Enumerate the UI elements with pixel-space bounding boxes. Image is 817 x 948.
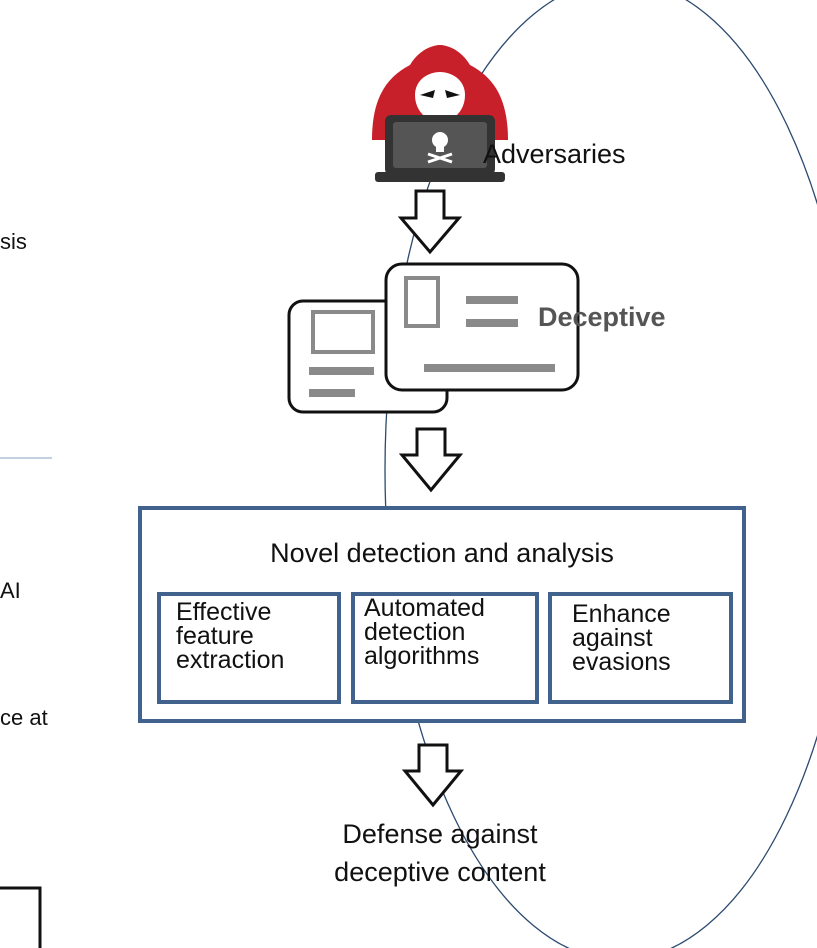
algo-line-1: Automated: [364, 594, 485, 622]
feature-line-2: feature: [176, 622, 254, 650]
defense-line-2: deceptive content: [334, 857, 546, 887]
evasions-text: Enhance against evasions: [572, 600, 730, 676]
left-fragment-2: AI: [0, 578, 21, 603]
feature-line-1: Effective: [176, 598, 272, 626]
evasion-line-1: Enhance: [572, 600, 671, 628]
algo-line-2: detection: [364, 618, 466, 646]
defense-line-1: Defense against: [342, 819, 538, 849]
feature-extraction-text: Effective feature extraction: [176, 598, 336, 674]
left-fragment-1: sis: [0, 229, 27, 254]
detection-algorithms-box: [351, 592, 539, 704]
down-arrow-1: [397, 189, 463, 255]
detection-algorithms-text: Automated detection algorithms: [364, 594, 536, 670]
evasion-line-2: against: [572, 624, 653, 652]
feature-extraction-box: [157, 592, 341, 704]
evasion-line-3: evasions: [572, 648, 671, 676]
scope-ellipse: [384, 0, 817, 948]
detection-title: Novel detection and analysis: [270, 538, 614, 568]
adversaries-label: Adversaries: [483, 139, 626, 169]
deceptive-label: Deceptive: [538, 302, 666, 332]
feature-line-3: extraction: [176, 646, 285, 674]
defense-label: Defense against deceptive content: [270, 815, 610, 891]
hacker-icon: [372, 45, 508, 182]
detection-box: [138, 506, 746, 723]
down-arrow-3: [401, 743, 465, 808]
evasions-box: [548, 592, 733, 704]
algo-line-3: algorithms: [364, 642, 480, 670]
left-fragment-3: ce at: [0, 705, 48, 730]
left-cropped-box: [0, 886, 42, 948]
content-card-front: [384, 262, 580, 392]
down-arrow-2: [398, 427, 464, 493]
